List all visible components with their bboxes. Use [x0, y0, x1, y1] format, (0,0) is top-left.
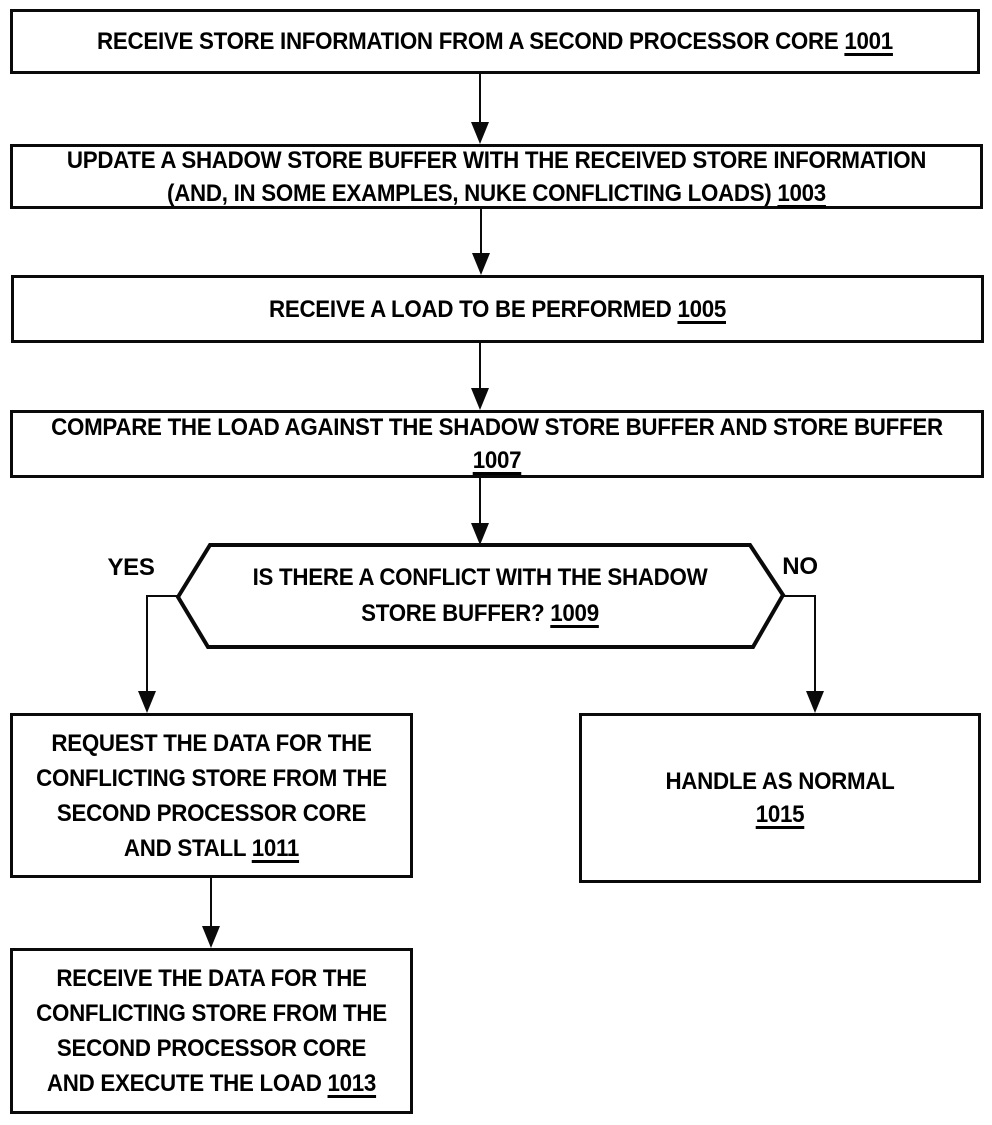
edge-1011-1013	[202, 878, 220, 948]
flow-step-1015-text: HANDLE AS NORMAL 1015	[665, 768, 895, 828]
hexagon-outline	[175, 543, 786, 649]
no-branch-label: NO	[782, 553, 818, 580]
arrowhead-icon	[472, 253, 490, 275]
arrowhead-icon	[471, 523, 489, 545]
ref-number-1009: 1009	[550, 600, 599, 627]
ref-number-1005: 1005	[677, 295, 727, 323]
ref-number-1001: 1001	[844, 28, 893, 55]
edge-1009-1015-no	[783, 595, 824, 713]
arrowhead-icon	[471, 122, 489, 144]
flow-step-1015: HANDLE AS NORMAL 1015	[579, 713, 981, 883]
edge-1009-1011-yes	[138, 595, 178, 713]
yes-branch-label: YES	[107, 554, 155, 581]
edge-1005-1007	[471, 343, 489, 410]
ref-number-1011: 1011	[251, 834, 300, 862]
flow-step-1001-text: RECEIVE STORE INFORMATION FROM A SECOND …	[97, 28, 893, 55]
ref-number-1007: 1007	[472, 447, 522, 474]
flow-step-1003: UPDATE A SHADOW STORE BUFFER WITH THE RE…	[10, 144, 983, 209]
edge-1001-1003	[471, 74, 489, 144]
ref-number-1003: 1003	[777, 179, 826, 207]
arrowhead-icon	[202, 926, 220, 948]
flow-step-1005-text: RECEIVE A LOAD TO BE PERFORMED 1005	[268, 295, 727, 323]
arrowhead-icon	[138, 691, 156, 713]
decision-1009-shape	[175, 543, 786, 649]
flow-step-1007: COMPARE THE LOAD AGAINST THE SHADOW STOR…	[10, 410, 984, 478]
flow-step-1005: RECEIVE A LOAD TO BE PERFORMED 1005	[11, 275, 984, 343]
flow-step-1003-text: UPDATE A SHADOW STORE BUFFER WITH THE RE…	[66, 146, 927, 207]
edge-1007-1009	[471, 478, 489, 545]
flow-step-1007-text: COMPARE THE LOAD AGAINST THE SHADOW STOR…	[51, 414, 943, 474]
edge-1003-1005	[472, 209, 490, 275]
arrowhead-icon	[471, 388, 489, 410]
arrowhead-icon	[806, 691, 824, 713]
flow-step-1001: RECEIVE STORE INFORMATION FROM A SECOND …	[10, 9, 980, 74]
ref-number-1015: 1015	[755, 801, 805, 828]
ref-number-1013: 1013	[327, 1070, 377, 1097]
